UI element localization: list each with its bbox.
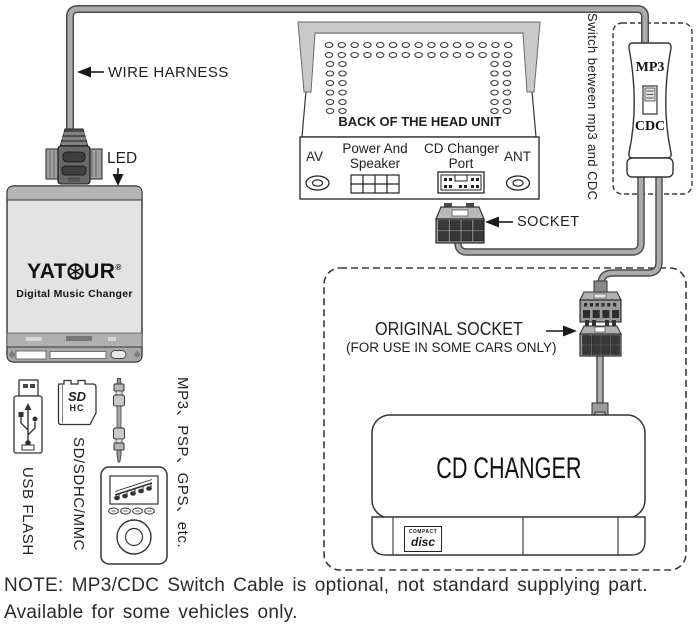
harness-plug-connector-icon: [579, 280, 622, 323]
av-port-label: AV: [306, 149, 324, 164]
cd-changer-port-label: CD Changer Port: [424, 141, 500, 171]
wire-harness-label: WIRE HARNESS: [108, 64, 229, 81]
usb-flash-icon: [13, 379, 43, 454]
head-unit-rear-panel: [299, 136, 540, 200]
ant-connector-icon: [505, 175, 531, 191]
player-buttons: [108, 507, 155, 515]
sd-card-icon: [57, 379, 97, 426]
usb-port-slot: [15, 350, 47, 360]
wire-harness-arrow: [77, 66, 104, 78]
original-socket-label: ORIGINAL SOCKET: [375, 319, 523, 339]
vent-holes: [324, 41, 513, 115]
head-unit-title: BACK OF THE HEAD UNIT: [338, 114, 502, 129]
switch-mp3-label: MP3: [635, 60, 665, 75]
head-unit-graphic: [297, 21, 541, 200]
led-label: LED: [107, 150, 138, 167]
av-connector-icon: [305, 175, 330, 191]
switch-cdc-label: CDC: [634, 119, 666, 134]
sd-sdhc-mmc-label: SD/SDHC/MMC: [70, 437, 87, 552]
cd-changer-port-icon: [437, 171, 485, 194]
original-socket-note: (FOR USE IN SOME CARS ONLY): [346, 340, 557, 355]
sd-card-slot: [49, 351, 107, 359]
switch-slider: [642, 85, 658, 115]
yatour-device-icon: [6, 185, 143, 363]
cd-changer-dashed-box: [323, 267, 687, 571]
harness-db-connector-icon: [45, 128, 103, 185]
socket-connector-icon: [435, 203, 485, 244]
original-socket-arrow: [546, 325, 577, 337]
head-unit-bezel: [297, 21, 541, 93]
compact-disc-logo: COMPACT disc: [404, 526, 442, 552]
screw-icon: [8, 350, 16, 359]
power-speaker-connector-icon: [350, 174, 400, 194]
wire-harness-cable: [66, 5, 649, 146]
switch-dashed-box: [612, 22, 693, 195]
mp3-player-icon: [100, 466, 168, 565]
music-notes-icon: [114, 479, 153, 501]
socket-label: SOCKET: [517, 214, 580, 230]
usb-flash-label: USB FLASH: [19, 467, 36, 556]
led-arrow: [112, 168, 124, 186]
note-line-2: Available for some vehicles only.: [4, 602, 298, 623]
mp3-psp-gps-label: MP3、PSP、GPS、etc.: [174, 377, 191, 549]
yatour-wheel-icon: [67, 263, 84, 280]
ant-port-label: ANT: [504, 149, 531, 164]
mp3-cdc-switch-icon: [626, 42, 674, 178]
note-line-1: NOTE: MP3/CDC Switch Cable is optional, …: [4, 575, 648, 596]
mini-usb-port: [110, 350, 127, 359]
cd-changer-title: CD CHANGER: [435, 452, 582, 485]
switch-vertical-note: Switch between mp3 and CDC: [585, 13, 600, 201]
yatour-tagline: Digital Music Changer: [16, 288, 133, 300]
socket-to-switch-cable: [454, 170, 645, 256]
screw-icon: [133, 350, 141, 359]
audio-cable-icon: [113, 378, 125, 463]
socket-arrow: [485, 216, 513, 228]
original-socket-connector-icon: [579, 320, 622, 357]
sdhc-logo: SD HC: [67, 388, 87, 413]
usb-trident-icon: [18, 403, 38, 446]
power-speaker-label: Power And Speaker: [342, 141, 408, 171]
switch-to-plug-cable: [597, 170, 663, 296]
